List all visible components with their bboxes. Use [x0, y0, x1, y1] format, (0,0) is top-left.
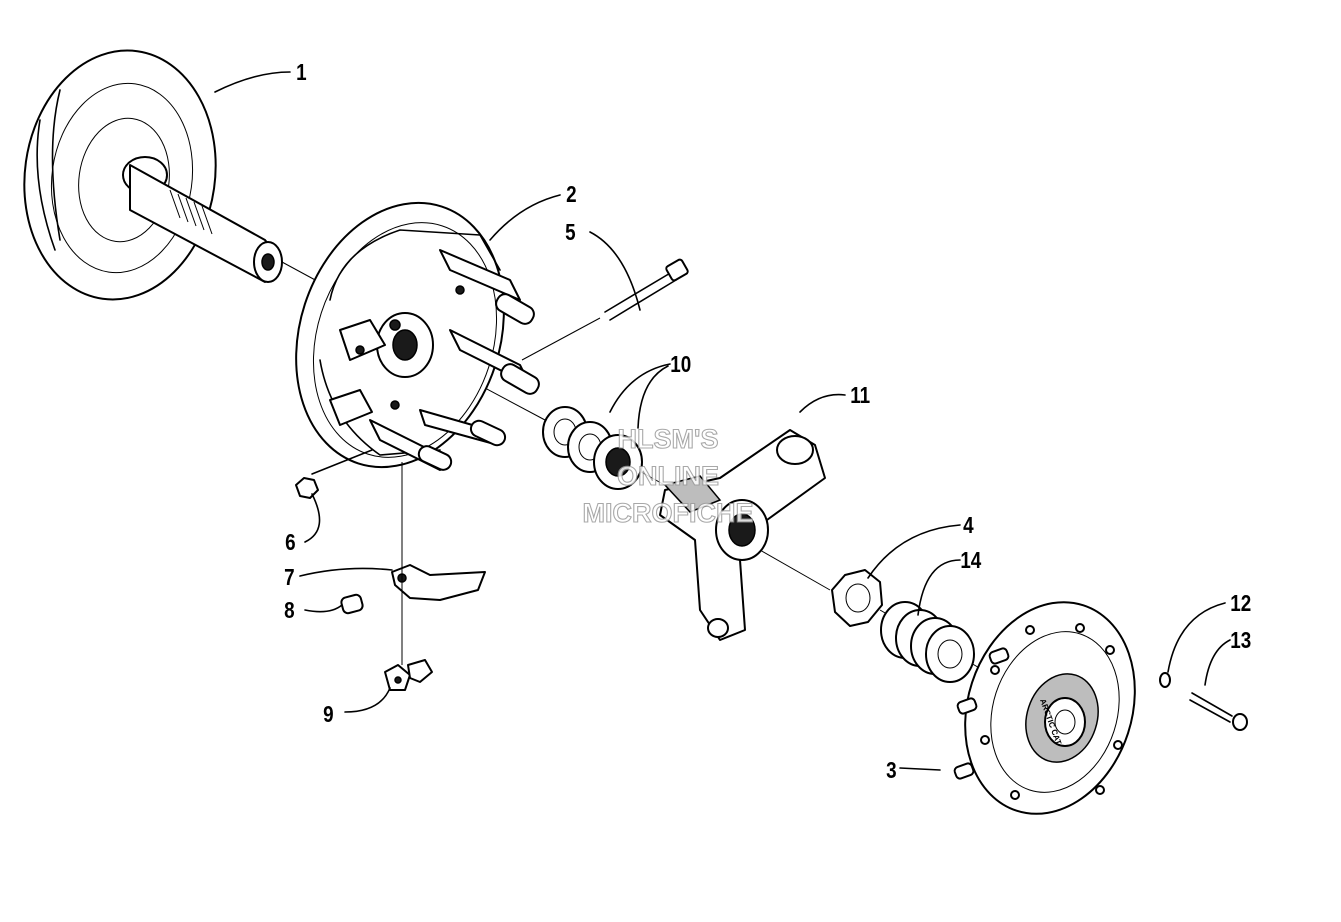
part-1-fixed-sheave	[23, 49, 283, 301]
callout-2: 2	[566, 182, 576, 207]
part-11-bracket	[659, 429, 826, 641]
callout-3: 3	[886, 758, 896, 783]
part-3-cover: ARCTIC CAT	[953, 601, 1136, 815]
callout-10: 10	[670, 352, 691, 377]
part-9-washers	[384, 659, 433, 691]
callout-6: 6	[285, 530, 295, 555]
watermark-line-1: HLSM'S	[618, 424, 719, 454]
callout-4: 4	[963, 513, 974, 538]
part-4-nut	[831, 569, 883, 627]
part-12-washer	[1159, 672, 1171, 688]
part-2-movable-sheave	[295, 201, 540, 471]
part-10-washers	[542, 406, 643, 490]
callout-8: 8	[284, 598, 295, 623]
callout-12: 12	[1230, 591, 1251, 616]
part-7-weight-arm	[391, 564, 486, 601]
part-8-pin	[340, 593, 364, 615]
part-14-spring	[880, 601, 975, 683]
watermark-line-3: MICROFICHE	[583, 498, 754, 528]
part-13-screw	[1189, 692, 1248, 731]
leader-5-axis	[521, 317, 601, 361]
callout-1: 1	[296, 60, 307, 85]
callout-14: 14	[960, 548, 981, 573]
callout-9: 9	[323, 702, 333, 727]
center-axis-line	[759, 549, 831, 591]
leader-lines	[214, 71, 1231, 771]
callout-11: 11	[850, 383, 870, 408]
watermark-line-2: ONLINE	[617, 461, 719, 491]
callout-5: 5	[565, 220, 576, 245]
callout-13: 13	[1230, 628, 1251, 653]
part-5-bolt	[604, 258, 689, 321]
part-6-nut	[295, 477, 319, 499]
callout-7: 7	[284, 565, 294, 590]
watermark: HLSM'S ONLINE MICROFICHE	[582, 423, 754, 528]
